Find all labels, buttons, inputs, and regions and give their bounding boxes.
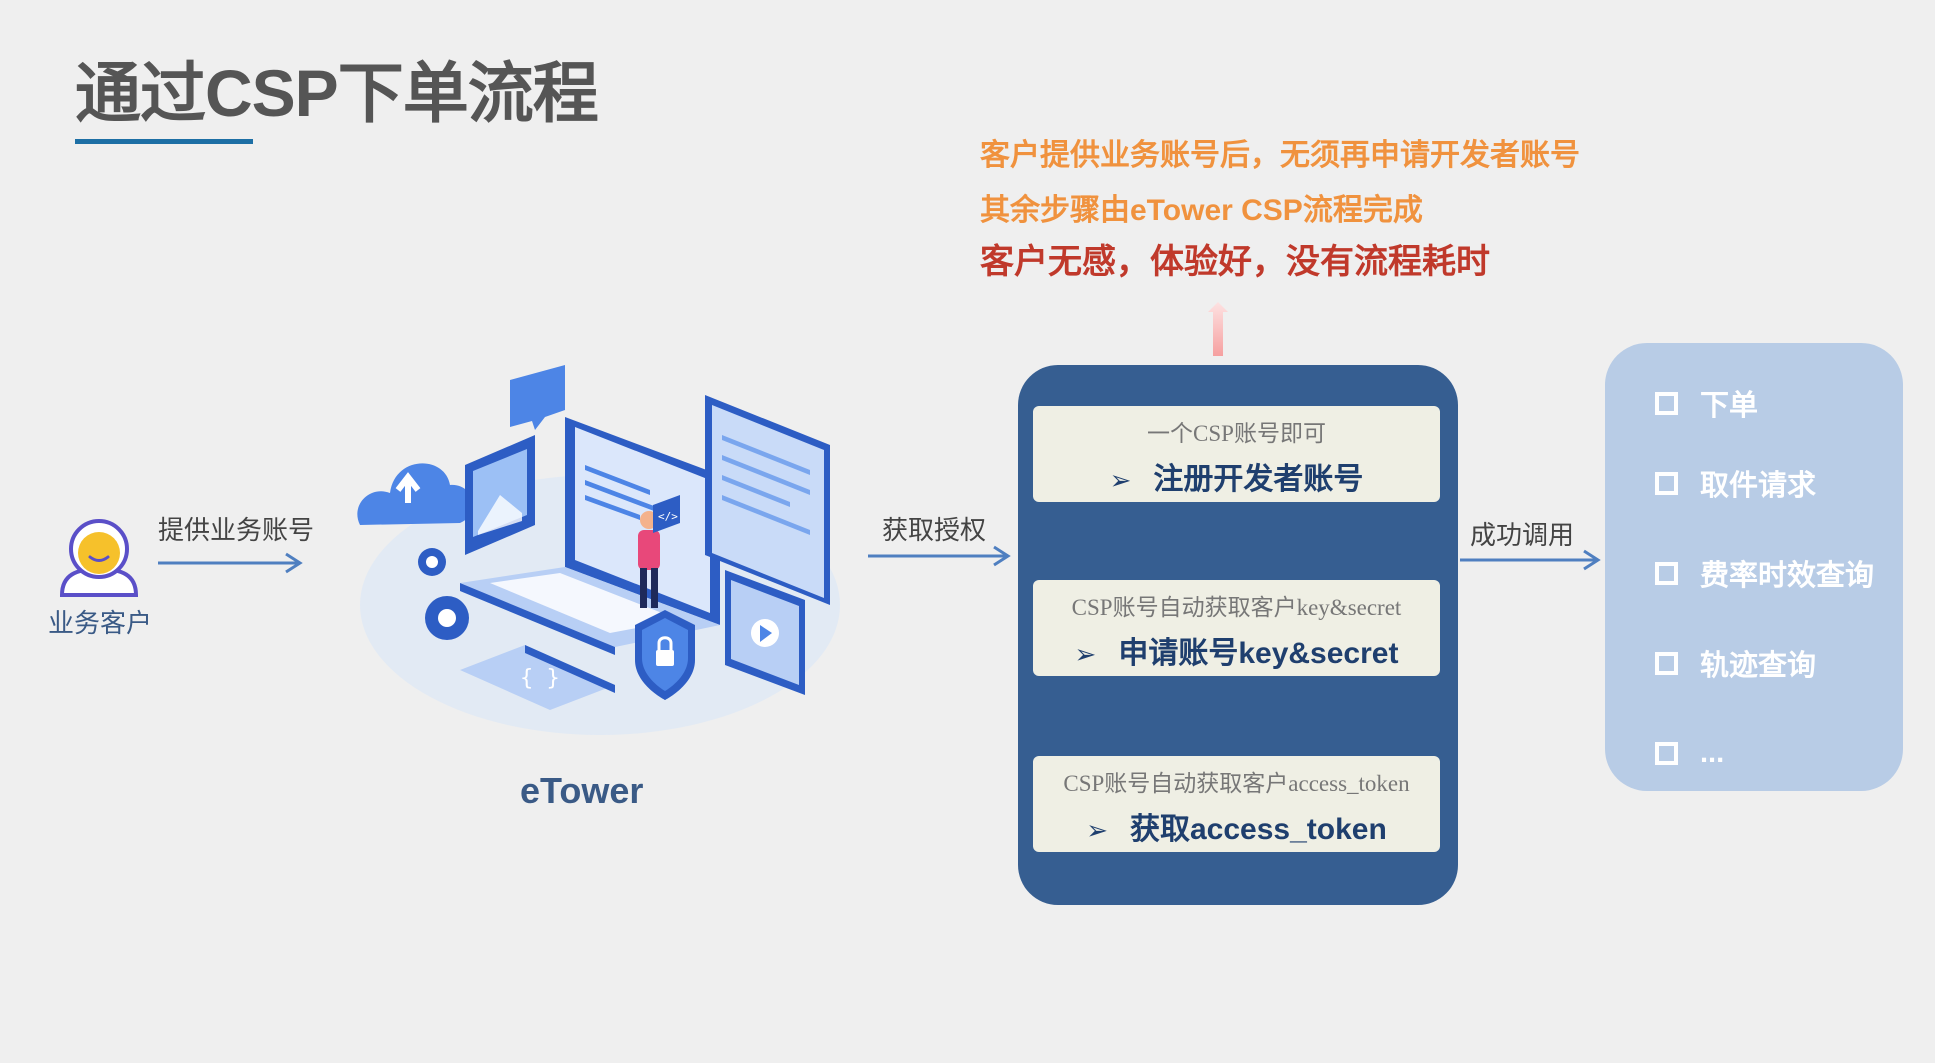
checkbox-square-icon bbox=[1655, 391, 1678, 415]
provide-account-label: 提供业务账号 bbox=[158, 515, 315, 545]
flow-arrow-icon bbox=[1460, 549, 1601, 571]
step-action-label: 注册开发者账号 bbox=[1153, 463, 1364, 496]
image-frame-icon bbox=[465, 435, 535, 555]
benefit-note-highlight: 客户无感，体验好，没有流程耗时 bbox=[980, 243, 1490, 281]
arrow-bullet-icon: ➢ bbox=[1086, 815, 1108, 845]
api-list-panel: 下单 取件请求 费率时效查询 轨迹查询 ... bbox=[1605, 343, 1903, 791]
developer-laptop-illustration: </> { } bbox=[357, 365, 840, 735]
call-success-label: 成功调用 bbox=[1470, 520, 1575, 550]
checkbox-square-icon bbox=[1655, 471, 1678, 495]
arrow-bullet-icon: ➢ bbox=[1109, 465, 1132, 495]
api-item-tracking: 轨迹查询 bbox=[1655, 643, 1816, 683]
video-play-icon bbox=[725, 570, 805, 695]
csp-step-access-token: CSP账号自动获取客户access_token ➢ 获取access_token bbox=[1033, 756, 1440, 852]
step-note: CSP账号自动获取客户key&secret bbox=[1071, 595, 1402, 620]
csp-step-key-secret: CSP账号自动获取客户key&secret ➢ 申请账号key&secret bbox=[1033, 580, 1440, 676]
up-arrow-icon bbox=[1208, 302, 1228, 356]
api-item-label: 轨迹查询 bbox=[1700, 650, 1817, 682]
step-action-label: 申请账号key&secret bbox=[1118, 637, 1399, 670]
flow-arrow-icon bbox=[158, 552, 303, 574]
arrow-bullet-icon: ➢ bbox=[1074, 639, 1097, 669]
document-window-icon bbox=[705, 395, 830, 605]
flow-arrow-icon bbox=[868, 545, 1011, 567]
svg-text:{ }: { } bbox=[520, 666, 560, 691]
chat-bubble-icon bbox=[510, 365, 565, 430]
step-action: ➢ 注册开发者账号 bbox=[1033, 454, 1440, 498]
api-item-label: 下单 bbox=[1700, 390, 1759, 422]
step-action: ➢ 获取access_token bbox=[1033, 804, 1440, 848]
gear-icon bbox=[418, 548, 469, 640]
authorize-label: 获取授权 bbox=[882, 515, 987, 545]
shield-lock-icon bbox=[635, 610, 695, 700]
checkbox-square-icon bbox=[1655, 741, 1678, 765]
etower-label: eTower bbox=[520, 770, 644, 811]
developer-figure-icon: </> bbox=[638, 495, 680, 608]
page-title: 通过CSP下单流程 bbox=[75, 56, 599, 130]
api-item-label: ... bbox=[1700, 736, 1725, 769]
step-action-label: 获取access_token bbox=[1129, 813, 1387, 846]
cloud-upload-icon bbox=[357, 463, 473, 525]
checkbox-square-icon bbox=[1655, 561, 1678, 585]
api-item-more: ... bbox=[1655, 733, 1724, 773]
benefit-note-2: 其余步骤由eTower CSP流程完成 bbox=[980, 194, 1423, 227]
customer-label: 业务客户 bbox=[48, 608, 153, 638]
step-action: ➢ 申请账号key&secret bbox=[1033, 628, 1440, 672]
csp-step-register: 一个CSP账号即可 ➢ 注册开发者账号 bbox=[1033, 406, 1440, 502]
step-note: CSP账号自动获取客户access_token bbox=[1063, 771, 1410, 796]
user-avatar-icon bbox=[59, 519, 139, 597]
benefit-note-1: 客户提供业务账号后，无须再申请开发者账号 bbox=[980, 139, 1580, 172]
api-item-rate: 费率时效查询 bbox=[1655, 553, 1874, 593]
code-card-icon: { } bbox=[460, 645, 615, 710]
api-item-label: 取件请求 bbox=[1700, 470, 1817, 502]
api-item-pickup: 取件请求 bbox=[1655, 463, 1816, 503]
title-underline bbox=[75, 139, 253, 144]
checkbox-square-icon bbox=[1655, 651, 1678, 675]
api-item-order: 下单 bbox=[1655, 383, 1758, 423]
api-item-label: 费率时效查询 bbox=[1700, 560, 1875, 592]
svg-text:</>: </> bbox=[658, 510, 678, 523]
step-note: 一个CSP账号即可 bbox=[1147, 421, 1326, 446]
